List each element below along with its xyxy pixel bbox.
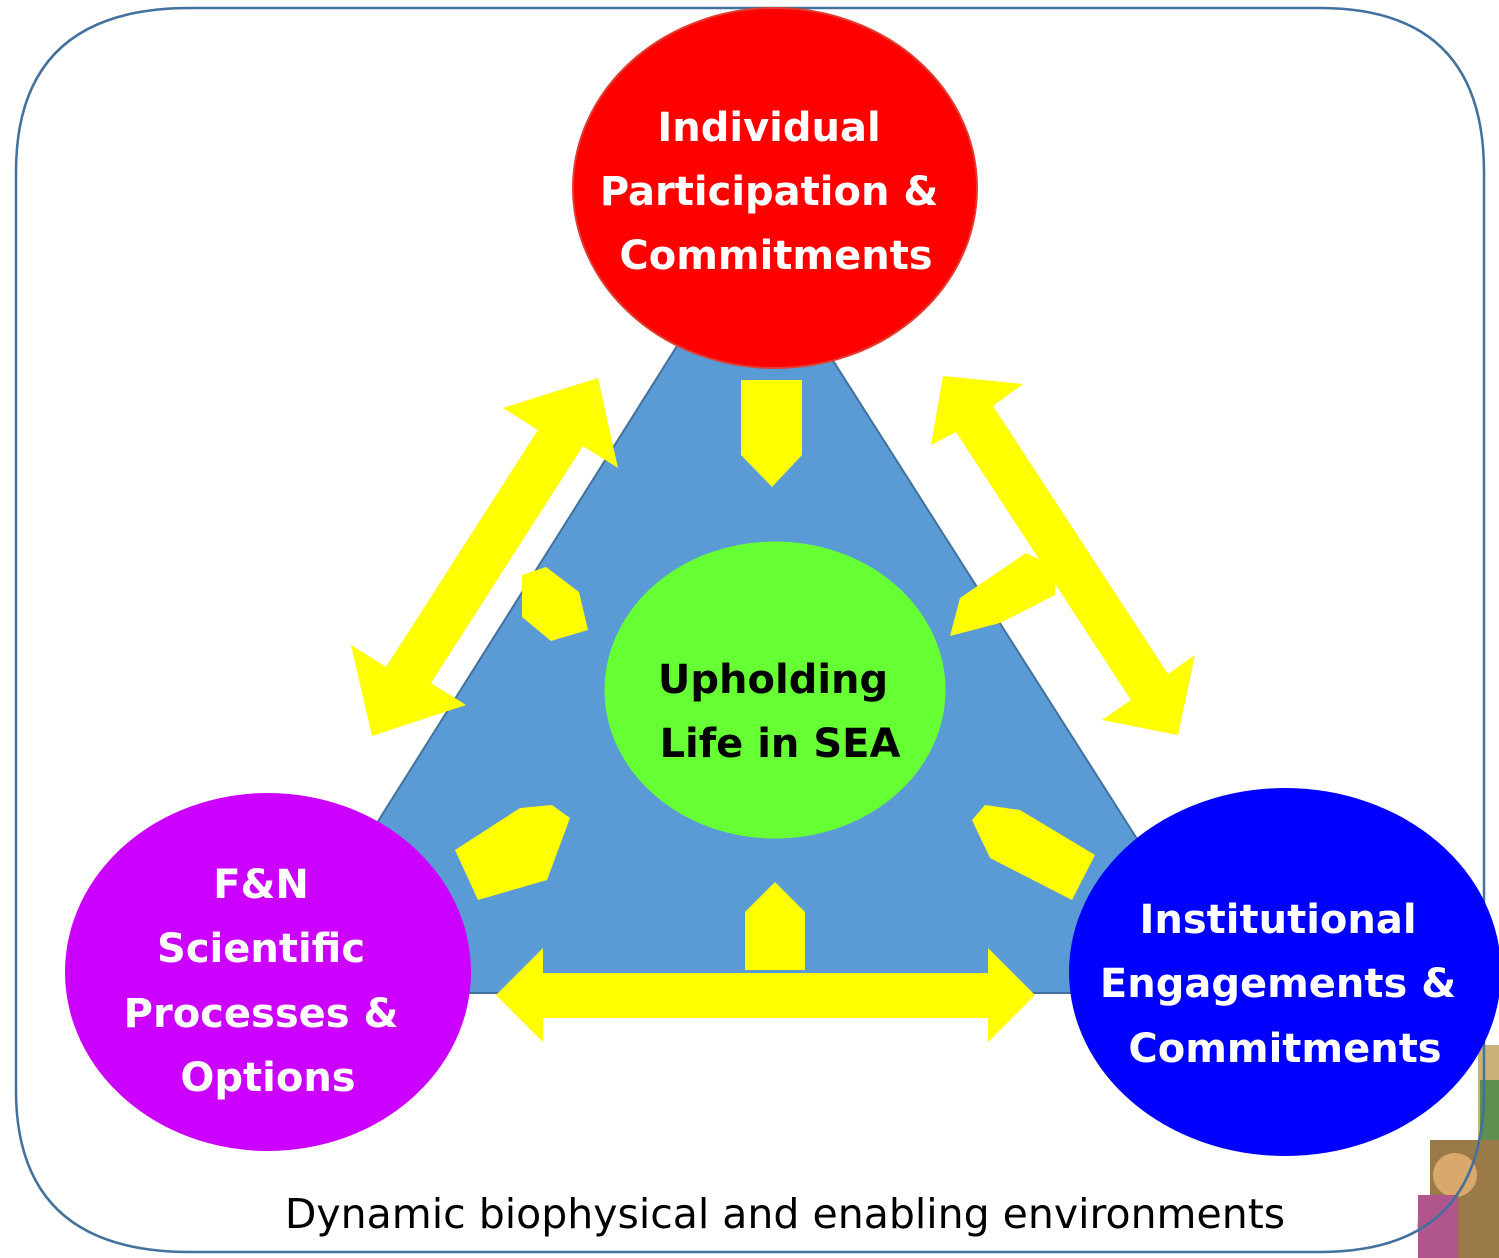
left-double-arrow bbox=[351, 378, 618, 736]
left-node-line: F&N bbox=[213, 862, 309, 908]
right-node-line: Commitments bbox=[1128, 1026, 1441, 1072]
center-node-label: Upholding Life in SEA bbox=[658, 657, 902, 767]
lower-left-inward-arrow bbox=[455, 805, 570, 900]
right-node-label: Institutional Engagements & Commitments bbox=[1100, 897, 1470, 1072]
bottom-double-arrow bbox=[496, 948, 1035, 1042]
top-node-circle bbox=[572, 7, 978, 369]
environment-caption: Dynamic biophysical and enabling environ… bbox=[285, 1190, 1285, 1238]
left-node-line: Scientific bbox=[157, 926, 365, 972]
top-node-line: Commitments bbox=[619, 233, 932, 279]
right-double-arrow bbox=[931, 376, 1195, 735]
left-node-circle bbox=[65, 793, 471, 1151]
right-node-line: Institutional bbox=[1139, 897, 1416, 943]
left-node-line: Processes & bbox=[124, 991, 399, 1037]
left-node-label: F&N Scientific Processes & Options bbox=[124, 862, 413, 1101]
lower-right-inward-arrow bbox=[972, 805, 1095, 900]
upper-left-inward-arrow bbox=[522, 567, 588, 641]
upper-right-inward-arrow bbox=[950, 553, 1055, 636]
center-node-line: Upholding bbox=[658, 657, 888, 703]
environment-frame bbox=[14, 6, 1486, 1254]
center-node-circle bbox=[603, 540, 947, 840]
top-node-label: Individual Participation & Commitments bbox=[600, 105, 952, 279]
right-node-circle bbox=[1069, 788, 1499, 1156]
right-node-line: Engagements & bbox=[1100, 961, 1456, 1007]
left-node-line: Options bbox=[180, 1055, 355, 1101]
center-node-line: Life in SEA bbox=[660, 721, 901, 767]
top-inward-arrow bbox=[741, 380, 802, 487]
top-node-line: Individual bbox=[657, 105, 880, 151]
top-node-line: Participation & bbox=[600, 169, 938, 215]
bottom-inward-arrow bbox=[745, 882, 805, 970]
